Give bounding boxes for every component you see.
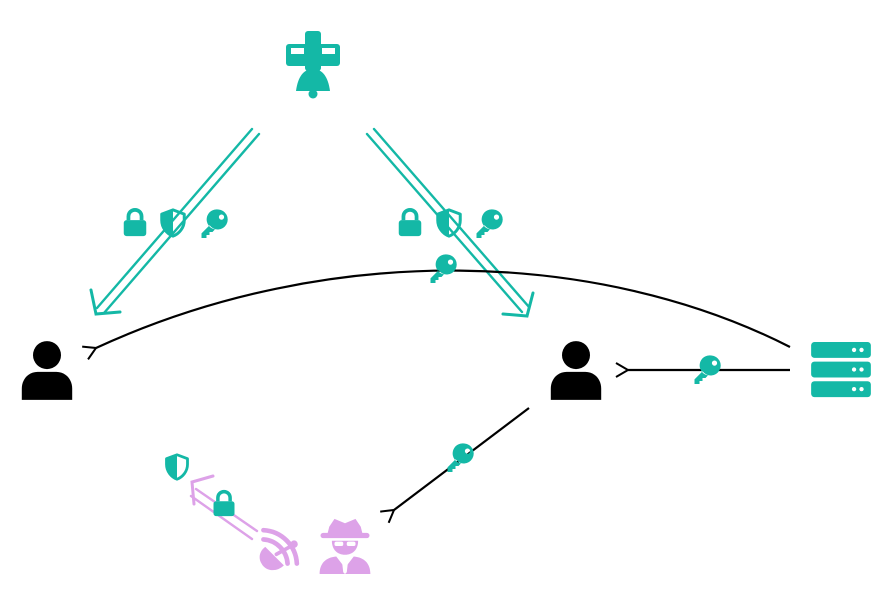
satellite-icon [286,31,340,99]
link-satellite-to-right-user [365,127,535,318]
lock-icon [396,207,424,237]
server-stack-icon [811,342,871,398]
key-icon [201,209,228,238]
lock-icon [211,489,237,518]
satellite-dish-icon [260,530,298,570]
spy-icon [319,518,371,574]
right-user-icon [550,341,602,400]
link-satellite-to-left-user [89,127,261,316]
lock-icon [121,207,149,237]
link-server-to-left-user [82,269,791,360]
key-icon [476,209,503,238]
shield-icon [165,453,189,481]
left-user-icon [21,341,73,400]
key-icon [447,443,474,472]
key-icon [430,254,457,283]
